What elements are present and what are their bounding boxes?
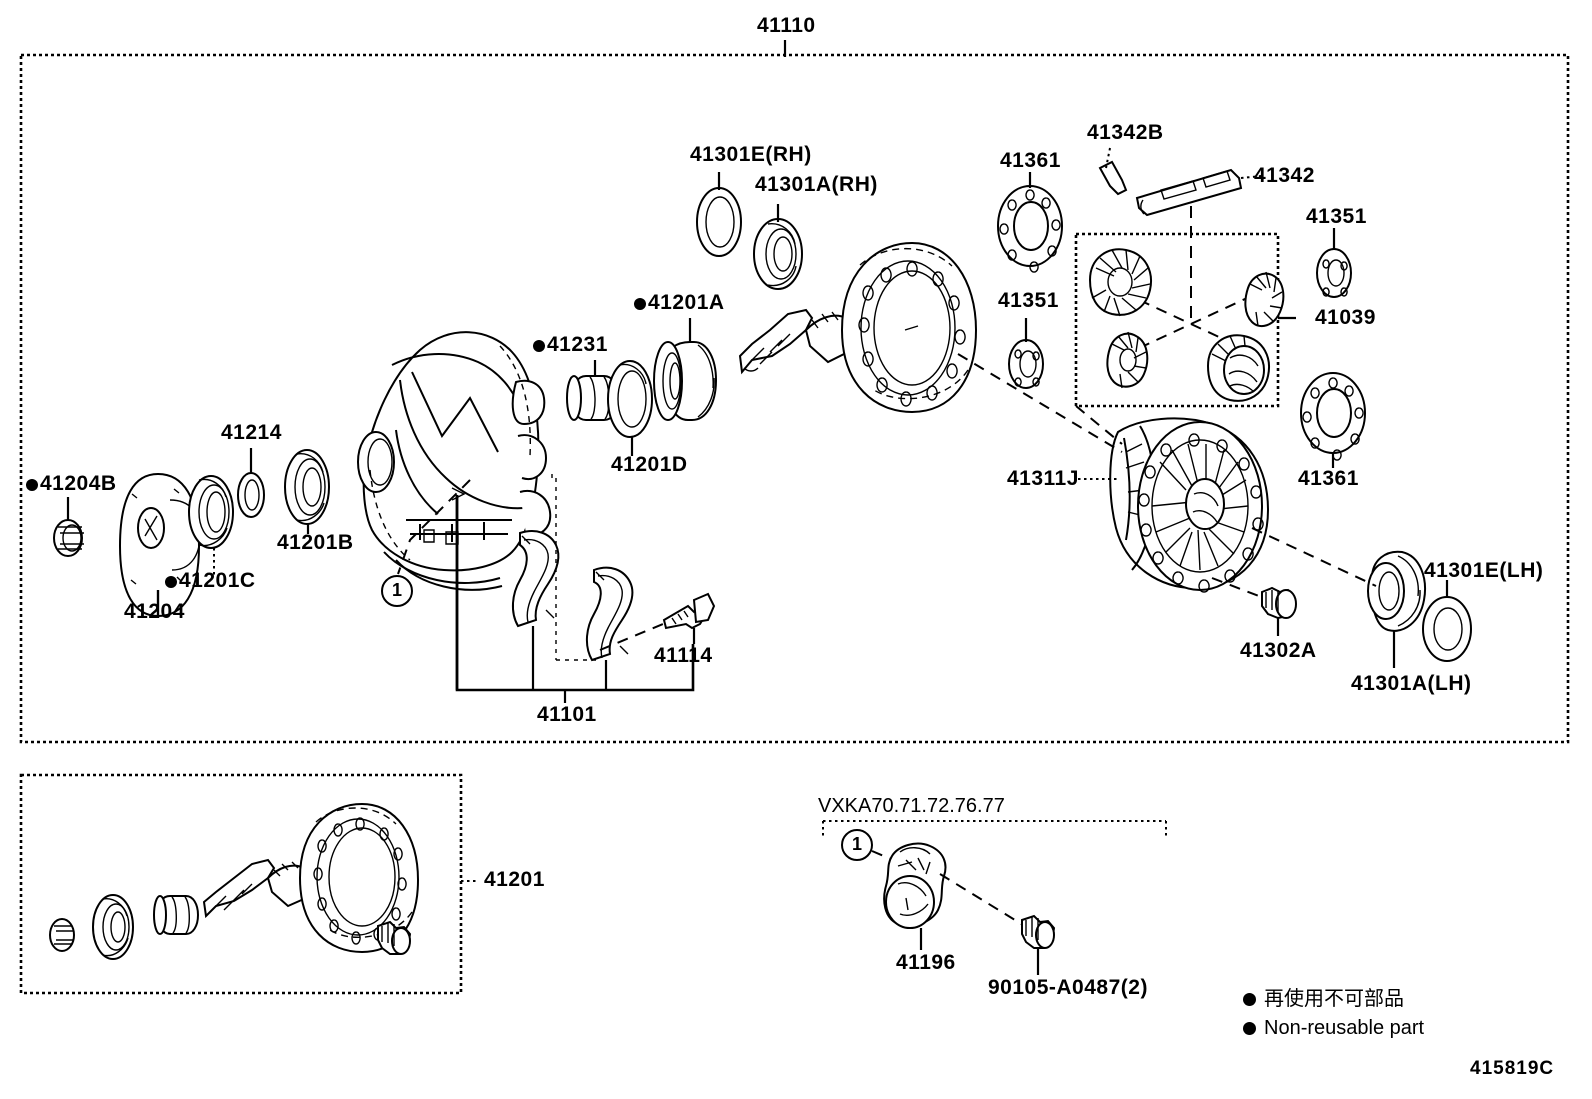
label-41361-left: 41361 — [1000, 149, 1061, 172]
label-41201B: 41201B — [277, 531, 354, 554]
cap-to-bolt-leader — [599, 621, 669, 651]
part-41301A-RH-art — [753, 204, 803, 290]
label-41301E-RH: 41301E(RH) — [690, 143, 812, 166]
bearing-cap-left-art — [512, 530, 560, 690]
sub-assembly-41201-art — [49, 802, 420, 960]
part-41201D-art — [607, 360, 653, 456]
main-group-box — [19, 53, 1570, 744]
callout-1-label-bottom: 1 — [852, 834, 863, 854]
label-41114: 41114 — [654, 644, 713, 667]
label-41204: 41204 — [124, 600, 185, 623]
part-41201B-art — [284, 449, 330, 534]
nonreusable-dot-icon — [1243, 1022, 1256, 1035]
assembly-leader-box-to-case — [1075, 405, 1123, 445]
callout-circle-1-bottom — [841, 829, 873, 861]
label-41342B: 41342B — [1087, 121, 1164, 144]
pinion-gear-lower-left — [1106, 331, 1149, 389]
label-41311J: 41311J — [1007, 467, 1079, 490]
part-41231-art — [566, 360, 620, 421]
part-90105-A0487-art — [1021, 914, 1056, 975]
part-41302A-art — [1261, 586, 1297, 636]
part-41201A-art — [653, 318, 718, 421]
nonreusable-dot-icon — [533, 340, 545, 352]
side-gear-upper-left — [1088, 248, 1152, 317]
part-41114-art — [662, 592, 716, 644]
label-vxka-applicability: VXKA70.71.72.76.77 — [818, 795, 1005, 817]
label-41301E-LH: 41301E(LH) — [1424, 559, 1544, 582]
part-41204B-art — [53, 497, 84, 557]
label-41110: 41110 — [757, 14, 816, 37]
drive-pinion-ring-gear-art — [738, 241, 978, 414]
label-41342: 41342 — [1254, 164, 1315, 187]
label-41201C: 41201C — [165, 570, 256, 591]
part-41214-art — [237, 448, 265, 518]
nonreusable-dot-icon — [26, 479, 38, 491]
label-41301A-RH: 41301A(RH) — [755, 173, 878, 196]
bearing-cap-right-art — [586, 566, 634, 690]
part-41361-left-art — [997, 172, 1063, 273]
part-41039-box — [1074, 232, 1280, 408]
part-41342-art — [1135, 168, 1263, 217]
label-41361-right: 41361 — [1298, 467, 1359, 490]
drawing-code: 415819C — [1470, 1058, 1555, 1079]
legend-text-english: Non-reusable part — [1264, 1017, 1425, 1039]
assembly-leader-ringgear-to-case — [957, 353, 1123, 453]
label-41039: 41039 — [1315, 306, 1376, 329]
part-41196-art — [883, 842, 947, 950]
part-41101-housing-art — [357, 331, 552, 591]
part-41351-left-art — [1008, 318, 1044, 389]
nonreusable-dot-icon — [1243, 993, 1256, 1006]
legend: 再使用不可部品 Non-reusable part — [1243, 985, 1424, 1043]
label-41101: 41101 — [537, 703, 597, 726]
part-41351-right-art — [1316, 228, 1352, 298]
legend-row-japanese: 再使用不可部品 — [1243, 985, 1424, 1014]
side-gear-lower-right — [1206, 334, 1270, 402]
label-41204B: 41204B — [26, 473, 117, 494]
nonreusable-dot-icon — [165, 576, 177, 588]
nonreusable-dot-icon — [634, 298, 646, 310]
label-41201-subassembly: 41201 — [484, 868, 545, 891]
label-90105-A0487: 90105-A0487(2) — [988, 976, 1148, 999]
pinion-gear-upper-right — [1244, 271, 1285, 328]
part-41311J-art — [1078, 417, 1270, 593]
sub-assembly-box-41201 — [19, 773, 463, 995]
part-41301A-LH-art — [1367, 550, 1426, 668]
housing-to-callout-leader — [397, 479, 471, 575]
label-41301A-LH: 41301A(LH) — [1351, 672, 1472, 695]
callout-circle-1 — [381, 575, 413, 607]
legend-row-english: Non-reusable part — [1243, 1014, 1424, 1043]
label-41351-left: 41351 — [998, 289, 1059, 312]
assembly-leader-case-to-bolt — [1211, 577, 1265, 599]
part-41301E-LH-art — [1422, 580, 1472, 662]
label-41201A: 41201A — [634, 292, 725, 313]
label-41351-right: 41351 — [1306, 205, 1367, 228]
label-41302A: 41302A — [1240, 639, 1317, 662]
part-41201C-art — [188, 475, 234, 578]
label-41231: 41231 — [533, 334, 608, 355]
part-41301E-RH-art — [696, 172, 742, 257]
assembly-leader-case-to-bearing — [1251, 527, 1377, 587]
41196-to-bolt-leader — [939, 873, 1029, 929]
part-41204-art — [118, 472, 201, 618]
label-41214: 41214 — [221, 421, 282, 444]
legend-text-japanese: 再使用不可部品 — [1264, 988, 1404, 1010]
label-41201D: 41201D — [611, 453, 688, 476]
label-41196: 41196 — [896, 951, 956, 974]
callout-1-label: 1 — [392, 580, 403, 600]
part-41342B-art — [1098, 147, 1128, 196]
part-41361-right-art — [1300, 372, 1366, 468]
